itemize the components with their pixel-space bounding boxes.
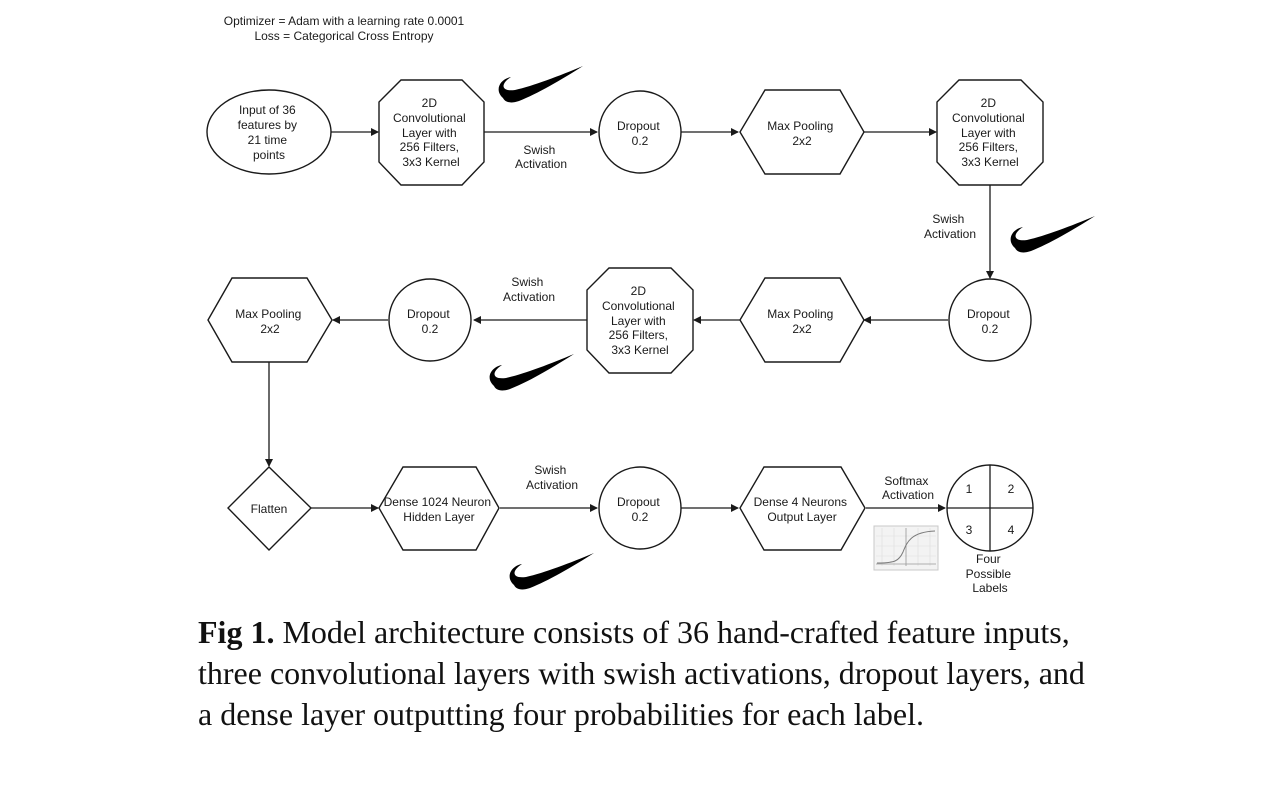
labels-caption: Four Possible Labels	[966, 552, 1015, 595]
output-labels-node: 1 2 3 4	[946, 464, 1034, 552]
maxpool2-node: Max Pooling 2x2	[739, 277, 865, 363]
softmax-curve-icon	[873, 525, 939, 571]
loss-note: Loss = Categorical Cross Entropy	[254, 29, 433, 43]
svg-text:2D Convolutional L: 2D Convolutional Layer with 256 Filters,…	[952, 96, 1028, 169]
swoosh-logo-icon	[489, 354, 574, 391]
svg-text:Dense 1024 Neuron Hidden: Dense 1024 Neuron Hidden Layer	[384, 495, 495, 524]
svg-text:Dropout 0.2: Dropout 0.2	[967, 307, 1013, 336]
optimizer-note: Optimizer = Adam with a learning rate 0.…	[224, 14, 465, 28]
swoosh-logo-icon	[1010, 216, 1095, 253]
svg-text:Dropout 0.2: Dropout 0.2	[407, 307, 453, 336]
dense1024-node: Dense 1024 Neuron Hidden Layer	[378, 466, 500, 551]
swish-label-4: Swish Activation	[526, 463, 578, 492]
svg-text:Dropout 0.2: Dropout 0.2	[617, 119, 663, 148]
dropout4-node: Dropout 0.2	[598, 466, 682, 550]
maxpool1-node: Max Pooling 2x2	[739, 89, 865, 175]
swish-label-3: Swish Activation	[503, 275, 555, 304]
maxpool3-node: Max Pooling 2x2	[207, 277, 333, 363]
svg-text:2D Convolutional L: 2D Convolutional Layer with 256 Filters,…	[602, 284, 678, 357]
dropout2-node: Dropout 0.2	[948, 278, 1032, 362]
label-1: 1	[966, 482, 973, 496]
label-2: 2	[1008, 482, 1015, 496]
conv2-node: 2D Convolutional Layer with 256 Filters,…	[936, 79, 1044, 186]
conv3-node: 2D Convolutional Layer with 256 Filters,…	[586, 267, 694, 374]
dense4-node: Dense 4 Neurons Output Layer	[739, 466, 866, 551]
softmax-label: Softmax Activation	[882, 474, 934, 502]
swoosh-logo-icon	[498, 66, 583, 103]
swish-label-1: Swish Activation	[515, 143, 567, 171]
svg-text:Flatten: Flatten	[251, 502, 288, 516]
svg-text:Max Pooling 2x2: Max Pooling 2x2	[767, 119, 836, 148]
figure-label: Fig 1.	[198, 614, 275, 650]
swoosh-logo-icon	[509, 553, 594, 590]
swish-label-2: Swish Activation	[924, 212, 976, 241]
svg-text:Max Pooling 2x2: Max Pooling 2x2	[767, 307, 836, 336]
figure-caption: Fig 1. Model architecture consists of 36…	[198, 612, 1098, 735]
flatten-node: Flatten	[227, 466, 312, 551]
input-node: Input of 36 features by 21 time points	[206, 89, 332, 175]
dropout3-node: Dropout 0.2	[388, 278, 472, 362]
figure-caption-text: Model architecture consists of 36 hand-c…	[198, 614, 1085, 732]
conv1-node: 2D Convolutional Layer with 256 Filters,…	[378, 79, 485, 186]
dropout1-node: Dropout 0.2	[598, 90, 682, 174]
svg-text:Input of 36 features by: Input of 36 features by 21 time points	[238, 103, 301, 162]
label-4: 4	[1008, 523, 1015, 537]
svg-text:Dropout 0.2: Dropout 0.2	[617, 495, 663, 524]
label-3: 3	[966, 523, 973, 537]
svg-text:Dense 4 Neurons Output L: Dense 4 Neurons Output Layer	[754, 495, 851, 524]
svg-text:2D Convolutional L: 2D Convolutional Layer with 256 Filters,…	[393, 96, 469, 169]
architecture-diagram: Optimizer = Adam with a learning rate 0.…	[206, 14, 1095, 595]
svg-text:Max Pooling 2x2: Max Pooling 2x2	[235, 307, 304, 336]
